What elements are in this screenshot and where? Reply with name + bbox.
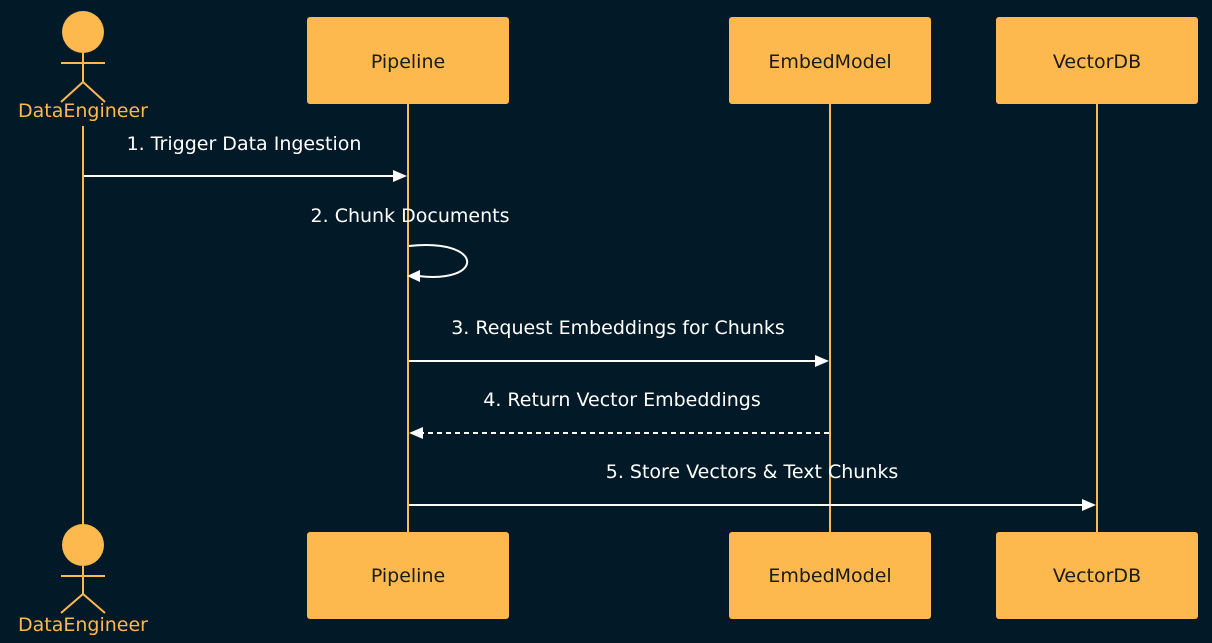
arrow-left-icon xyxy=(407,270,420,282)
message-label: 4. Return Vector Embeddings xyxy=(483,389,761,411)
message-label: 5. Store Vectors & Text Chunks xyxy=(606,461,899,483)
message-4: 4. Return Vector Embeddings xyxy=(409,389,829,439)
participant-embed-model-bottom: EmbedModel xyxy=(729,532,931,619)
message-label: 3. Request Embeddings for Chunks xyxy=(451,317,785,339)
participant-label: Pipeline xyxy=(371,51,445,73)
participant-label: EmbedModel xyxy=(768,51,891,73)
message-3: 3. Request Embeddings for Chunks xyxy=(409,317,829,367)
actor-label: DataEngineer xyxy=(18,614,148,636)
actor-data-engineer-bottom: DataEngineer xyxy=(18,524,148,636)
message-2: 2. Chunk Documents xyxy=(311,205,510,282)
actor-head-icon xyxy=(62,524,104,566)
message-label: 2. Chunk Documents xyxy=(311,205,510,227)
message-label: 1. Trigger Data Ingestion xyxy=(127,133,362,155)
actor-label: DataEngineer xyxy=(18,100,148,122)
participant-vector-db-bottom: VectorDB xyxy=(996,532,1198,619)
participant-pipeline-top: Pipeline xyxy=(307,17,509,104)
participant-embed-model-top: EmbedModel xyxy=(729,17,931,104)
arrow-right-icon xyxy=(1082,499,1096,511)
actor-data-engineer-top: DataEngineer xyxy=(18,11,148,122)
participant-label: EmbedModel xyxy=(768,565,891,587)
arrow-right-icon xyxy=(815,355,829,367)
participant-label: Pipeline xyxy=(371,565,445,587)
participant-pipeline-bottom: Pipeline xyxy=(307,532,509,619)
participant-label: VectorDB xyxy=(1053,51,1141,73)
actor-head-icon xyxy=(62,11,104,53)
arrow-left-icon xyxy=(409,427,423,439)
self-loop xyxy=(408,244,469,278)
message-1: 1. Trigger Data Ingestion xyxy=(84,133,407,182)
arrow-right-icon xyxy=(393,170,407,182)
message-5: 5. Store Vectors & Text Chunks xyxy=(409,461,1096,511)
participant-vector-db-top: VectorDB xyxy=(996,17,1198,104)
participant-label: VectorDB xyxy=(1053,565,1141,587)
